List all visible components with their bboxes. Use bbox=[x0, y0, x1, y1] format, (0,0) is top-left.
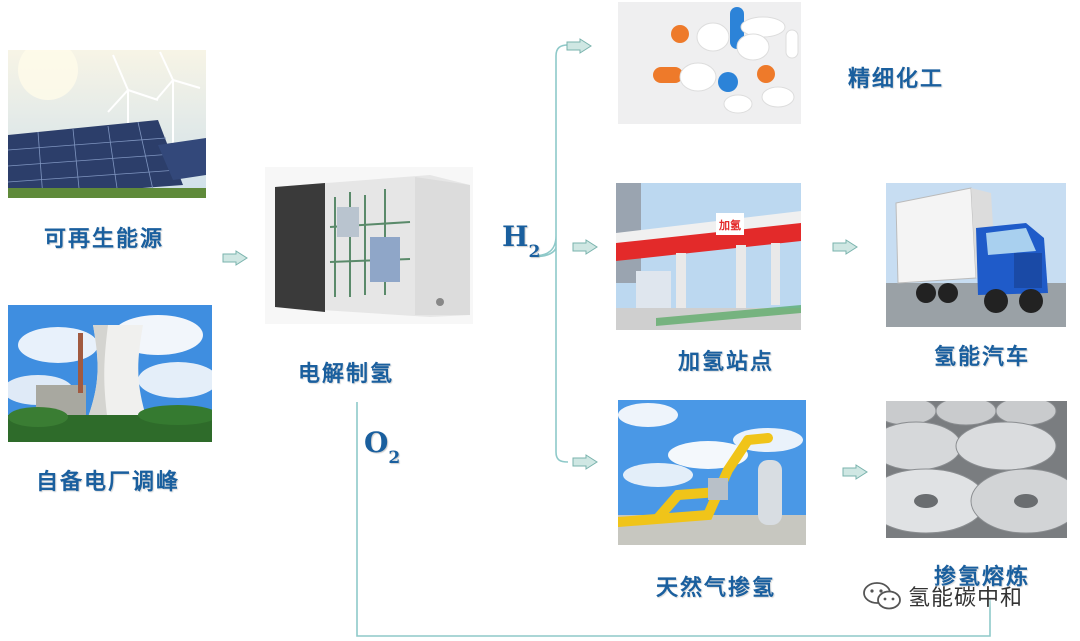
power-plant-label: 自备电厂调峰 bbox=[36, 470, 181, 495]
station-sign: 加氢 bbox=[718, 218, 741, 232]
refueling-station-label: 加氢站点 bbox=[678, 350, 775, 375]
refueling-station-image: 加氢 bbox=[616, 183, 801, 330]
fine-chemicals-label: 精细化工 bbox=[848, 67, 945, 92]
steel-coils-image bbox=[886, 401, 1067, 538]
watermark-text: 氢能碳中和 bbox=[908, 586, 1024, 611]
wechat-icon bbox=[863, 582, 901, 610]
h2-branch-connector bbox=[532, 44, 569, 463]
hydrogen-vehicle-label: 氢能汽车 bbox=[934, 345, 1031, 370]
electrolysis-label: 电解制氢 bbox=[298, 362, 395, 387]
arrow-to-gas-blending bbox=[572, 454, 598, 470]
watermark: 氢能碳中和 bbox=[862, 580, 1023, 612]
pills-image bbox=[618, 2, 801, 124]
renewable-energy-image bbox=[8, 50, 206, 198]
o2-symbol: O bbox=[364, 426, 389, 459]
h2-symbol: H bbox=[502, 220, 529, 253]
gas-blending-label: 天然气掺氢 bbox=[656, 576, 777, 601]
o2-subscript: 2 bbox=[388, 447, 401, 468]
arrow-to-electrolysis bbox=[222, 250, 248, 266]
arrow-to-fine-chemicals bbox=[566, 38, 592, 54]
metallurgy-label: 掺氢熔炼 bbox=[934, 565, 1031, 590]
h2-label: H2 bbox=[502, 220, 540, 262]
arrow-to-hydrogen-vehicle bbox=[832, 239, 858, 255]
renewable-energy-label: 可再生能源 bbox=[44, 227, 165, 252]
h2-subscript: 2 bbox=[528, 241, 541, 262]
gas-pipeline-image bbox=[618, 400, 806, 545]
electrolyzer-image bbox=[265, 167, 473, 324]
hydrogen-truck-image bbox=[886, 183, 1066, 327]
o2-label: O2 bbox=[364, 426, 400, 468]
arrow-to-metallurgy bbox=[842, 464, 868, 480]
power-plant-image bbox=[8, 305, 212, 442]
o2-return-connector bbox=[356, 402, 991, 637]
arrow-to-refueling-station bbox=[572, 239, 598, 255]
